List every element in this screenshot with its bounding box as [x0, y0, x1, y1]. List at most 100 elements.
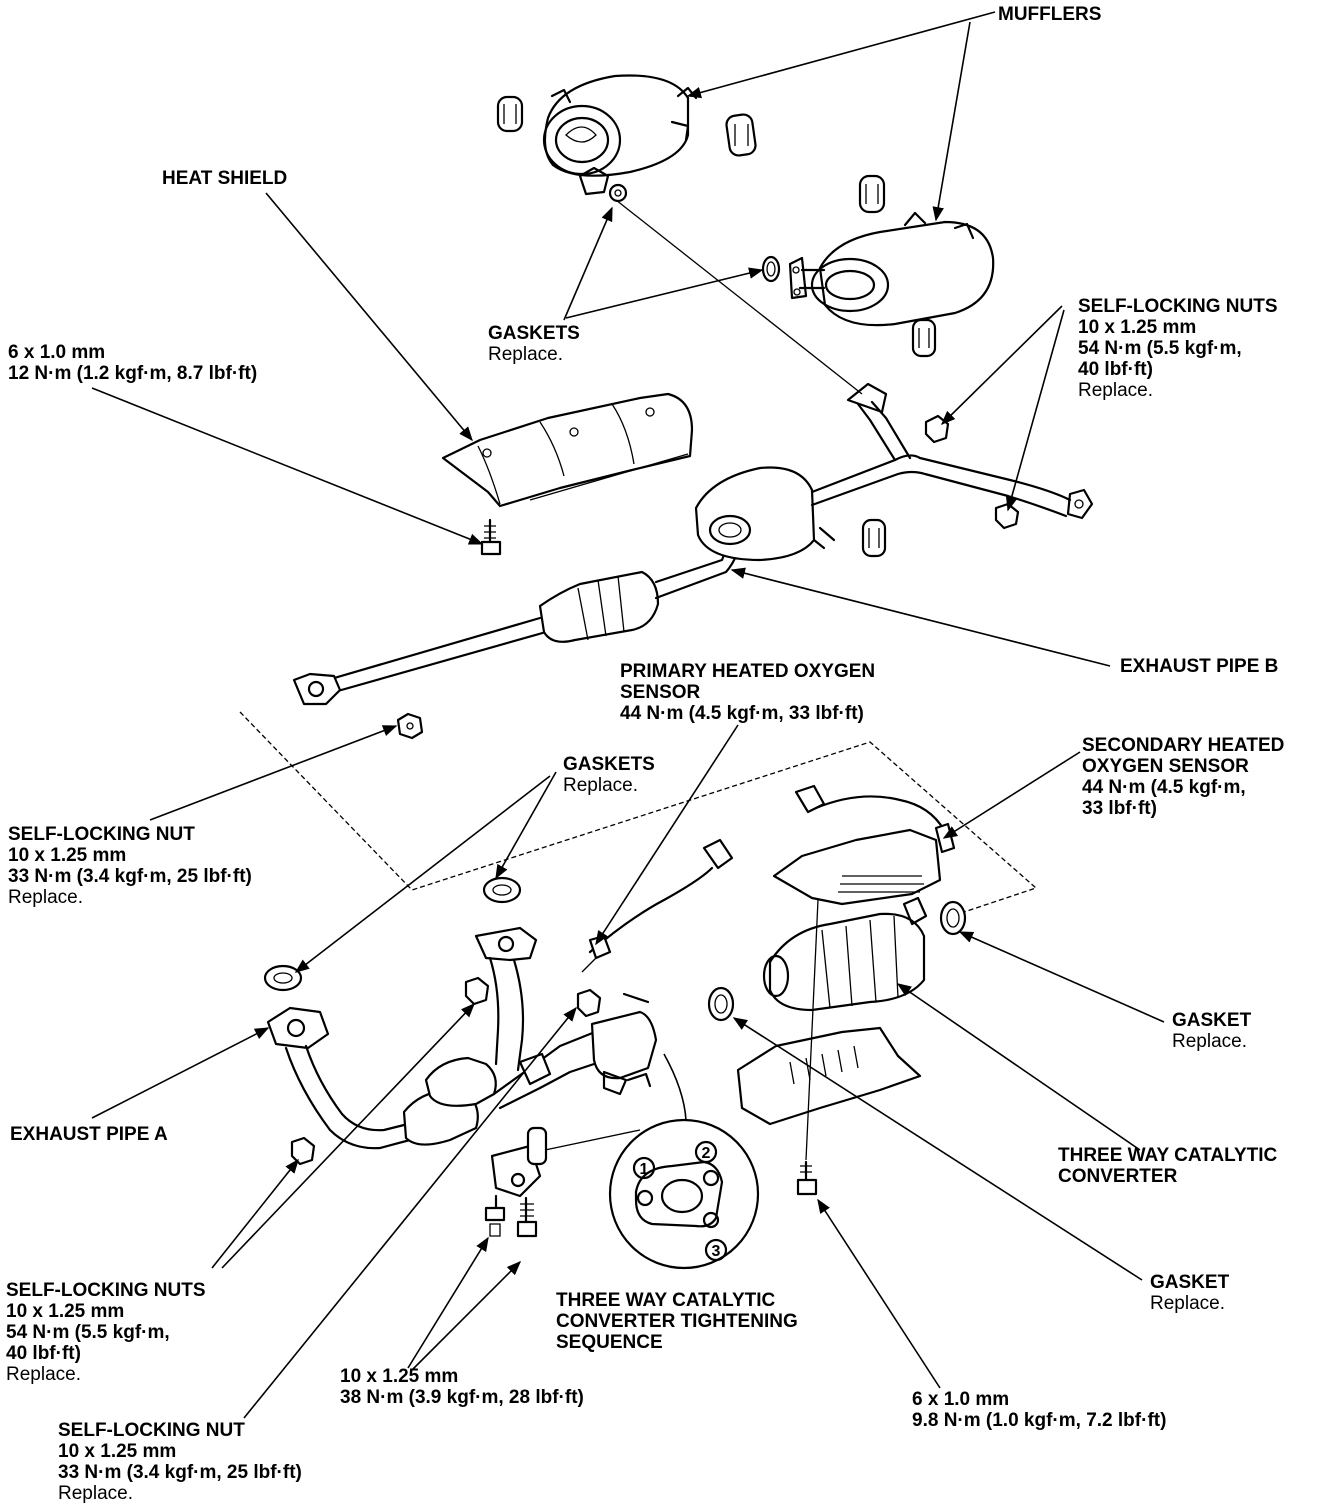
label-line: 33 lbf·ft)	[1082, 798, 1157, 819]
label-note: Replace.	[1078, 380, 1153, 401]
label-bolt-6x10-top: 6 x 1.0 mm 12 N·m (1.2 kgf·m, 8.7 lbf·ft…	[8, 342, 257, 384]
label-line: GASKETS	[563, 754, 655, 775]
label-gasket-right: GASKET Replace.	[1172, 1010, 1251, 1052]
bracket	[490, 1126, 548, 1198]
label-line: 33 N·m (3.4 kgf·m, 25 lbf·ft)	[58, 1462, 302, 1483]
label-heat-shield: HEAT SHIELD	[162, 168, 287, 189]
label-line: 10 x 1.25 mm	[6, 1301, 125, 1322]
label-gaskets-mid: GASKETS Replace.	[563, 754, 655, 796]
heat-shield-bolt	[480, 518, 502, 556]
label-line: 33 N·m (3.4 kgf·m, 25 lbf·ft)	[8, 866, 252, 887]
label-line: 6 x 1.0 mm	[8, 342, 106, 363]
label-line: PRIMARY HEATED OXYGEN	[620, 661, 876, 682]
label-exhaust-pipe-b: EXHAUST PIPE B	[1120, 656, 1278, 677]
leader-lines	[91, 11, 1165, 1419]
label-line: THREE WAY CATALYTIC	[1058, 1145, 1278, 1166]
label-bolt-10x125: 10 x 1.25 mm 38 N·m (3.9 kgf·m, 28 lbf·f…	[340, 1366, 584, 1408]
gasket-converter-right	[939, 900, 967, 936]
label-line: GASKET	[1172, 1010, 1252, 1031]
bolt-10x125-b	[516, 1196, 538, 1238]
gasket-mid-left	[263, 964, 303, 992]
label-gaskets-top: GASKETS Replace.	[488, 323, 580, 365]
self-locking-nut-pipe-a-2	[576, 988, 602, 1018]
label-self-locking-nut-bottom: SELF-LOCKING NUT 10 x 1.25 mm 33 N·m (3.…	[58, 1420, 302, 1504]
sequence-number-2: 2	[702, 1145, 711, 1162]
label-line: CONVERTER TIGHTENING	[556, 1311, 798, 1332]
label-note: Replace.	[1172, 1031, 1247, 1052]
label-note: Replace.	[58, 1483, 133, 1504]
label-line: OXYGEN SENSOR	[1082, 756, 1249, 777]
label-self-locking-nuts-right: SELF-LOCKING NUTS 10 x 1.25 mm 54 N·m (5…	[1078, 296, 1278, 401]
label-line: 12 N·m (1.2 kgf·m, 8.7 lbf·ft)	[8, 363, 258, 384]
label-primary-sensor: PRIMARY HEATED OXYGEN SENSOR 44 N·m (4.5…	[620, 661, 875, 724]
pipe-b-flange	[292, 672, 342, 706]
label-secondary-sensor: SECONDARY HEATED OXYGEN SENSOR 44 N·m (4…	[1082, 735, 1284, 819]
label-line: SEQUENCE	[556, 1332, 663, 1353]
label-line: 54 N·m (5.5 kgf·m,	[1078, 338, 1242, 359]
rubber-hanger	[861, 518, 887, 558]
label-tightening-sequence: THREE WAY CATALYTIC CONVERTER TIGHTENING…	[556, 1290, 798, 1353]
label-bolt-6x10-bottom: 6 x 1.0 mm 9.8 N·m (1.0 kgf·m, 7.2 lbf·f…	[912, 1389, 1166, 1431]
self-locking-nut-pipe-a-3	[290, 1136, 316, 1166]
label-line: 54 N·m (5.5 kgf·m,	[6, 1322, 170, 1343]
label-line: GASKETS	[488, 323, 580, 344]
self-locking-nut-pipe-a	[464, 976, 490, 1006]
label-line: 10 x 1.25 mm	[1078, 317, 1197, 338]
label-line: 9.8 N·m (1.0 kgf·m, 7.2 lbf·ft)	[912, 1410, 1167, 1431]
label-line: 40 lbf·ft)	[1078, 359, 1153, 380]
label-line: 6 x 1.0 mm	[912, 1389, 1010, 1410]
label-line: MUFFLERS	[998, 4, 1102, 25]
label-self-locking-nut-left: SELF-LOCKING NUT 10 x 1.25 mm 33 N·m (3.…	[8, 824, 252, 908]
label-note: Replace.	[488, 344, 563, 365]
converter-shield-bolt	[796, 1160, 818, 1196]
label-line: 40 lbf·ft)	[6, 1343, 81, 1364]
label-line: HEAT SHIELD	[162, 168, 288, 189]
rubber-hanger	[725, 113, 757, 157]
label-line: 38 N·m (3.9 kgf·m, 28 lbf·ft)	[340, 1387, 584, 1408]
label-line: 10 x 1.25 mm	[340, 1366, 459, 1387]
label-exhaust-pipe-a: EXHAUST PIPE A	[10, 1124, 168, 1145]
label-line: THREE WAY CATALYTIC	[556, 1290, 776, 1311]
lower-converter-heat-shield	[736, 1026, 922, 1126]
label-gasket-lower-right: GASKET Replace.	[1150, 1272, 1229, 1314]
upper-converter-heat-shield	[772, 828, 942, 906]
label-note: Replace.	[563, 775, 638, 796]
rubber-hanger	[911, 318, 937, 358]
heat-shield	[441, 392, 694, 508]
self-locking-nut-upper	[924, 414, 950, 444]
label-line: SECONDARY HEATED	[1082, 735, 1285, 756]
label-line: 44 N·m (4.5 kgf·m,	[1082, 777, 1246, 798]
label-note: Replace.	[6, 1364, 81, 1385]
label-mufflers: MUFFLERS	[998, 4, 1101, 25]
label-line: 10 x 1.25 mm	[58, 1441, 177, 1462]
label-note: Replace.	[1150, 1293, 1225, 1314]
tightening-sequence-inset: 1 2 3	[608, 1053, 760, 1270]
gasket-upper-right	[761, 255, 781, 283]
bolt-10x125-a	[484, 1194, 506, 1237]
exhaust-pipe-b	[298, 382, 1094, 702]
label-line: SELF-LOCKING NUT	[58, 1420, 245, 1441]
label-line: GASKET	[1150, 1272, 1230, 1293]
gasket-mid-upper	[482, 876, 522, 904]
label-three-way-converter: THREE WAY CATALYTIC CONVERTER	[1058, 1145, 1277, 1187]
sequence-number-3: 3	[712, 1243, 721, 1260]
label-line: EXHAUST PIPE B	[1120, 656, 1279, 677]
rubber-hanger	[858, 174, 886, 214]
label-line: EXHAUST PIPE A	[10, 1124, 168, 1145]
label-self-locking-nuts-left: SELF-LOCKING NUTS 10 x 1.25 mm 54 N·m (5…	[6, 1280, 206, 1385]
sequence-number-1: 1	[640, 1161, 649, 1178]
label-line: SELF-LOCKING NUTS	[6, 1280, 206, 1301]
self-locking-nut-mid	[396, 712, 424, 740]
label-line: SELF-LOCKING NUTS	[1078, 296, 1278, 317]
label-line: 10 x 1.25 mm	[8, 845, 127, 866]
label-line: 44 N·m (4.5 kgf·m, 33 lbf·ft)	[620, 703, 864, 724]
label-line: SENSOR	[620, 682, 701, 703]
three-way-catalytic-converter	[762, 896, 928, 1012]
label-note: Replace.	[8, 887, 83, 908]
label-line: CONVERTER	[1058, 1166, 1178, 1187]
primary-oxygen-sensor	[581, 838, 734, 973]
lower-muffler	[788, 211, 995, 327]
exhaust-pipe-a	[266, 926, 658, 1150]
gasket-converter-left	[707, 986, 735, 1022]
